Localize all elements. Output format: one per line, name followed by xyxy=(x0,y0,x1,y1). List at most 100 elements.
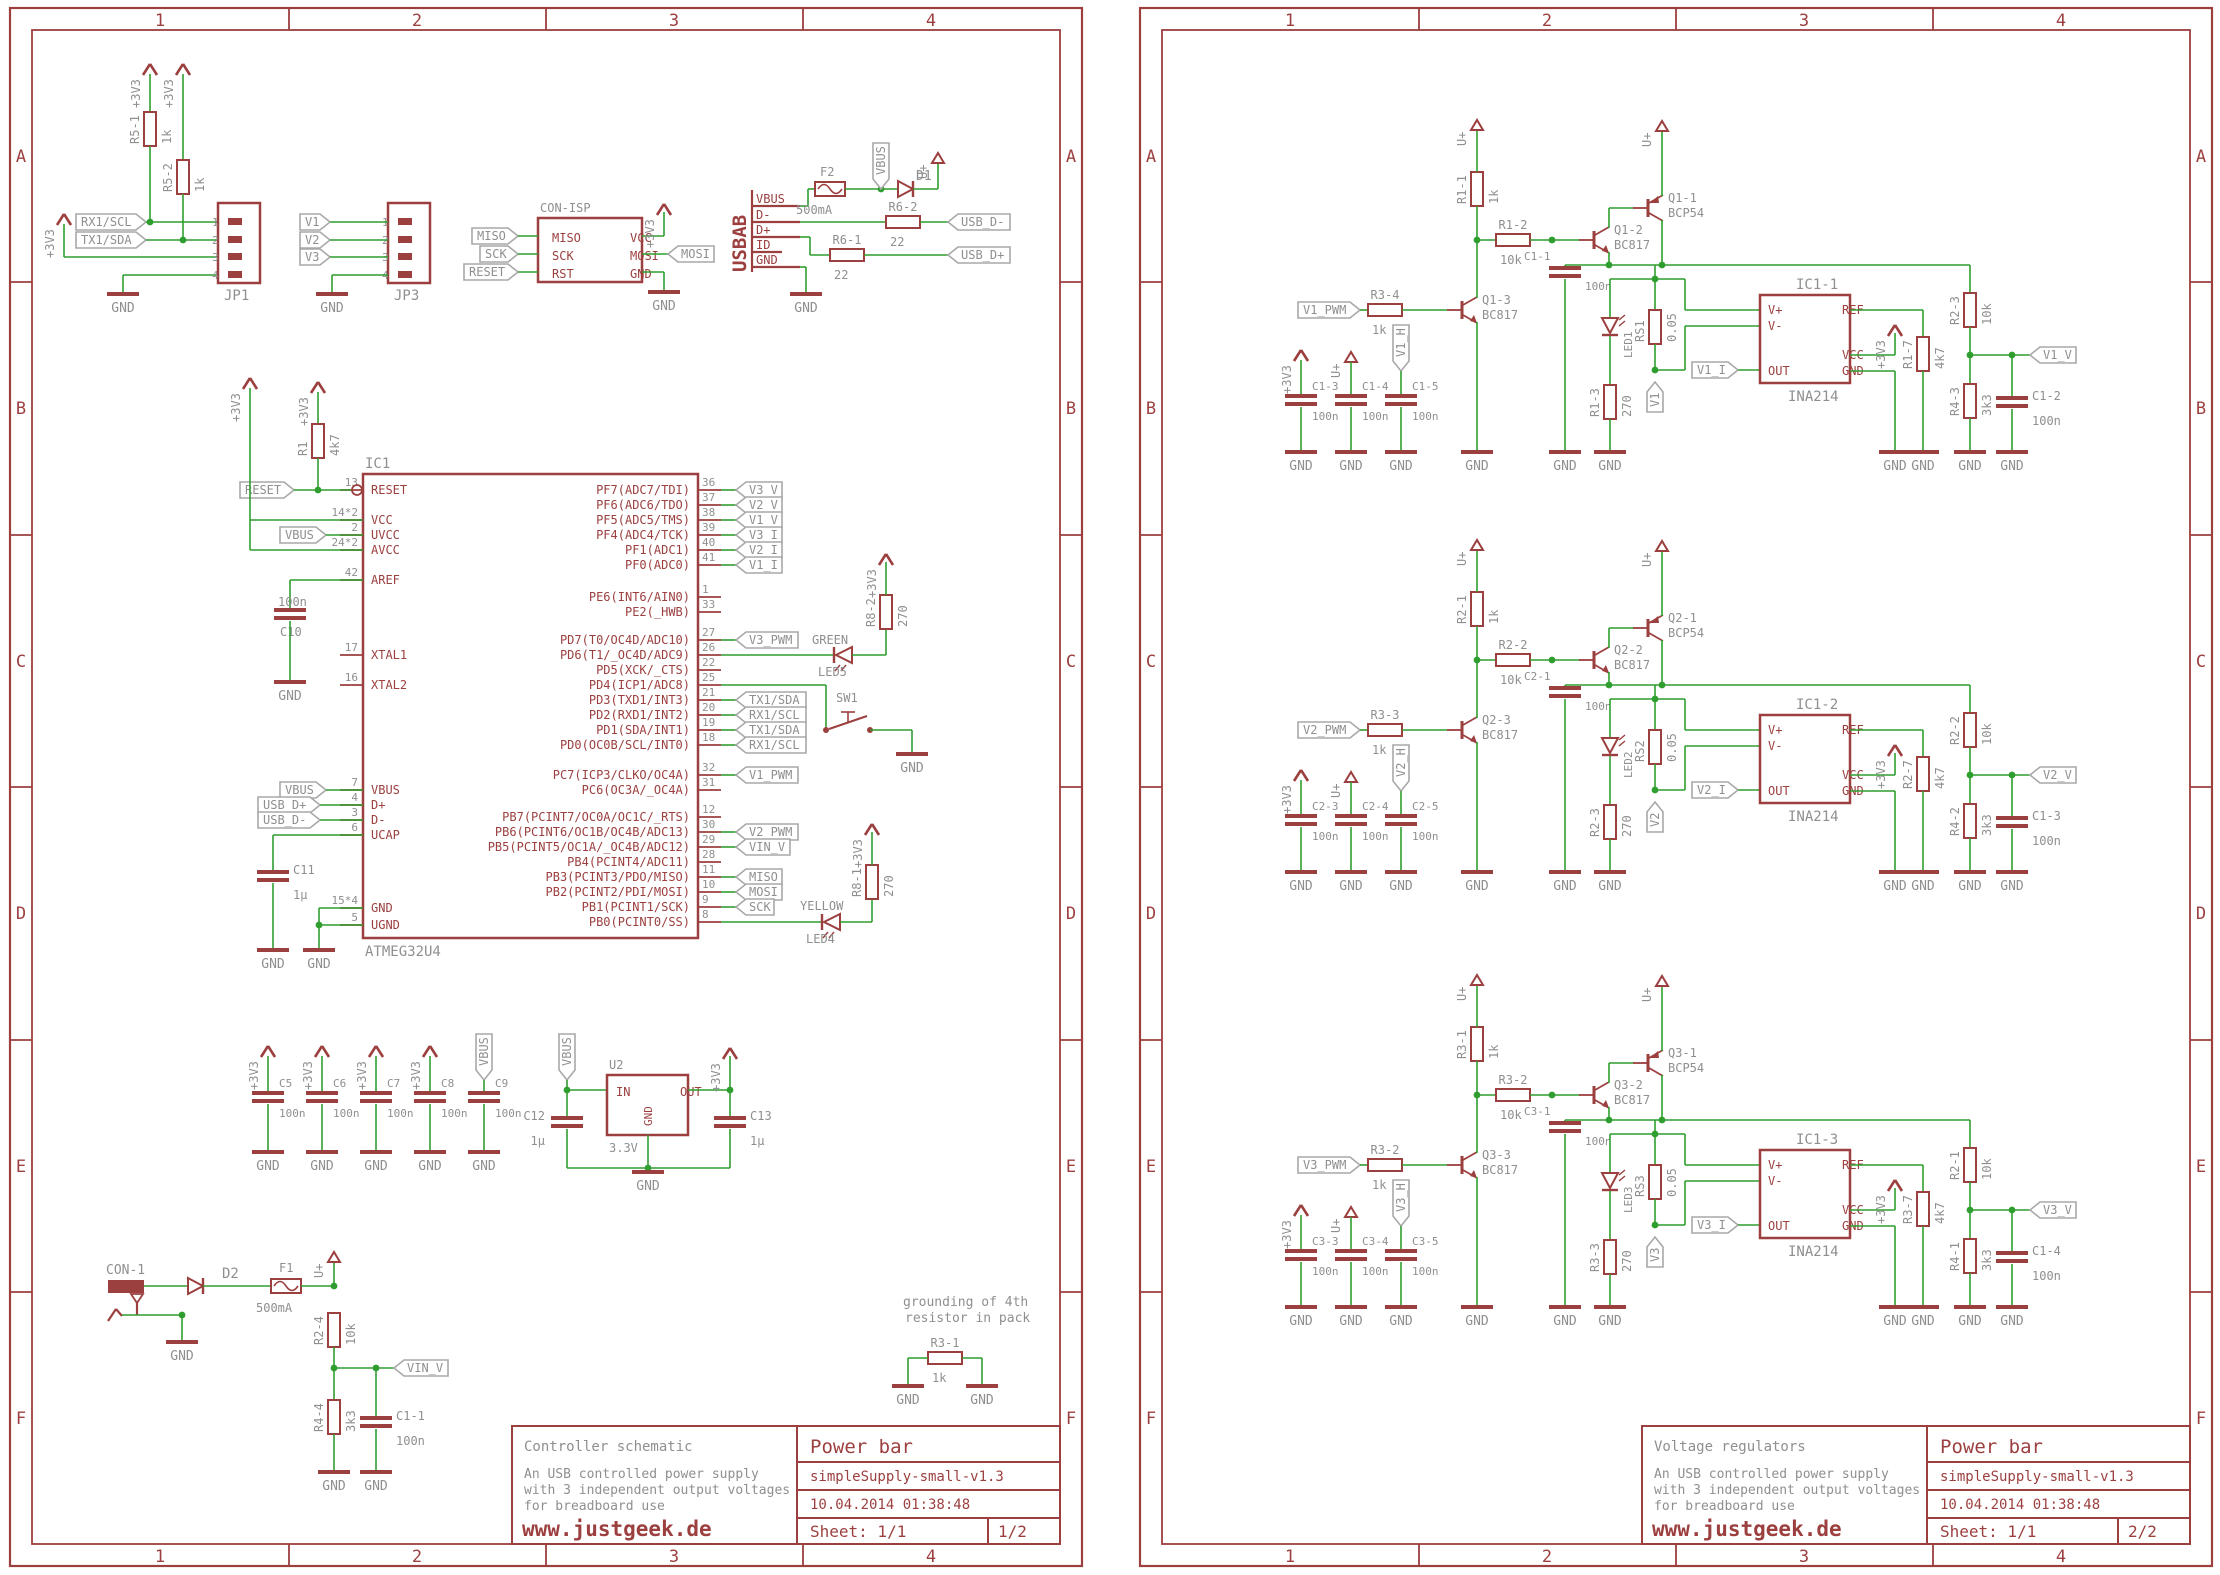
net-label-MOSI: MOSI xyxy=(666,245,715,263)
svg-text:R3-1: R3-1 xyxy=(931,1336,960,1350)
svg-text:100n: 100n xyxy=(1412,830,1439,843)
net-label-VBUS: VBUS xyxy=(558,1033,576,1082)
text-label: resistor in pack xyxy=(905,1311,1030,1326)
text-label: JP3 xyxy=(394,288,419,304)
gnd-symbol: GND xyxy=(1996,450,2028,474)
svg-text:D2: D2 xyxy=(222,1266,239,1282)
gnd-symbol: GND xyxy=(1385,450,1417,474)
svg-text:PB7(PCINT7/OC0A/OC1C/_RTS): PB7(PCINT7/OC0A/OC1C/_RTS) xyxy=(502,810,690,824)
svg-text:100n: 100n xyxy=(333,1107,360,1120)
svg-text:V+: V+ xyxy=(1768,723,1782,737)
svg-text:F2: F2 xyxy=(820,165,834,179)
net-label-RESET: RESET xyxy=(463,263,520,281)
svg-text:GND: GND xyxy=(1289,459,1313,474)
text-label: GND xyxy=(756,253,778,267)
svg-text:D-: D- xyxy=(371,813,385,827)
svg-text:17: 17 xyxy=(345,641,358,654)
gnd-symbol: GND xyxy=(1954,450,1986,474)
diode xyxy=(897,179,916,199)
svg-text:D: D xyxy=(16,904,26,924)
capacitor-c xyxy=(1549,1121,1581,1133)
svg-text:GND: GND xyxy=(1553,879,1577,894)
svg-text:LED1: LED1 xyxy=(1622,332,1635,359)
svg-text:+3V3: +3V3 xyxy=(865,569,879,598)
svg-text:U+: U+ xyxy=(1455,987,1469,1001)
svg-text:V1_V: V1_V xyxy=(2043,348,2072,362)
text-label: INA214 xyxy=(1788,1244,1839,1260)
led xyxy=(832,645,853,672)
svg-text:USB_D-: USB_D- xyxy=(961,215,1004,229)
svg-text:grounding of 4th: grounding of 4th xyxy=(903,1295,1028,1310)
svg-text:RESET: RESET xyxy=(371,483,407,497)
svg-text:R2-7: R2-7 xyxy=(1901,760,1915,789)
svg-text:R3-3: R3-3 xyxy=(1371,708,1400,722)
svg-text:C13: C13 xyxy=(750,1109,772,1123)
svg-text:D1: D1 xyxy=(916,169,932,184)
text-label: 3.3V xyxy=(609,1141,638,1155)
gnd-symbol: GND xyxy=(1879,450,1911,474)
svg-text:D: D xyxy=(2196,904,2206,924)
svg-text:PD4(ICP1/ADC8): PD4(ICP1/ADC8) xyxy=(589,678,690,692)
text-label: RST xyxy=(552,267,574,281)
svg-text:TX1/SDA: TX1/SDA xyxy=(749,693,800,707)
net-label-VBUS: VBUS xyxy=(279,526,328,544)
gnd-symbol: GND xyxy=(257,948,289,972)
svg-text:VCC: VCC xyxy=(371,513,393,527)
gnd-symbol: GND xyxy=(166,1340,198,1364)
svg-text:MISO: MISO xyxy=(552,231,581,245)
svg-text:100n: 100n xyxy=(1312,1265,1339,1278)
svg-text:OUT: OUT xyxy=(1768,784,1790,798)
svg-text:GND: GND xyxy=(307,957,331,972)
svg-text:SW1: SW1 xyxy=(836,691,858,705)
svg-text:100n: 100n xyxy=(1312,830,1339,843)
svg-text:RX1/SCL: RX1/SCL xyxy=(749,708,800,722)
supply-3v3: +3V3 xyxy=(643,203,673,248)
svg-text:C1-1: C1-1 xyxy=(1524,250,1551,263)
gnd-symbol: GND xyxy=(274,680,306,704)
svg-text:C10: C10 xyxy=(280,625,302,639)
svg-text:+3V3: +3V3 xyxy=(1280,1220,1294,1249)
text-label: LED4 xyxy=(806,932,835,946)
svg-text:31: 31 xyxy=(702,776,715,789)
svg-text:V3_I: V3_I xyxy=(1697,1218,1726,1232)
svg-text:R2-1: R2-1 xyxy=(1455,595,1469,624)
gnd-symbol: GND xyxy=(1285,450,1317,474)
svg-text:1: 1 xyxy=(155,1547,165,1567)
svg-text:BC817: BC817 xyxy=(1614,658,1650,672)
svg-text:18: 18 xyxy=(702,731,715,744)
supply-3v3: +3V3 xyxy=(229,377,259,422)
svg-text:29: 29 xyxy=(702,833,715,846)
svg-text:15*4: 15*4 xyxy=(332,894,359,907)
svg-text:GND: GND xyxy=(970,1393,994,1408)
svg-text:270: 270 xyxy=(1620,815,1634,837)
text-label: CON-ISP xyxy=(540,201,591,215)
svg-text:VBUS: VBUS xyxy=(477,1037,491,1066)
gnd-symbol: GND xyxy=(1285,1305,1317,1329)
svg-text:YELLOW: YELLOW xyxy=(800,899,844,913)
svg-text:A: A xyxy=(1066,147,1076,167)
svg-text:GND: GND xyxy=(1598,459,1622,474)
sheet1-sheet-number: Sheet: 1/1 xyxy=(810,1522,907,1541)
capacitor-c xyxy=(1549,686,1581,698)
gnd-symbol: GND xyxy=(360,1470,392,1494)
svg-text:100n: 100n xyxy=(2032,414,2061,428)
svg-text:GND: GND xyxy=(630,267,652,281)
gnd-symbol: GND xyxy=(1594,1305,1626,1329)
svg-text:270: 270 xyxy=(896,605,910,627)
text-label: MOSI xyxy=(630,249,659,263)
svg-text:+3V3: +3V3 xyxy=(851,839,865,868)
svg-text:V-: V- xyxy=(1768,319,1782,333)
net-label-V2_PWM: V2_PWM xyxy=(734,823,799,841)
text-label: IC1-2 xyxy=(1796,697,1838,713)
text-label: 100n xyxy=(1585,280,1612,293)
svg-text:C3-1: C3-1 xyxy=(1524,1105,1551,1118)
text-label: SW1 xyxy=(836,691,858,705)
sheet1-desc-2: with 3 independent output voltages xyxy=(524,1483,791,1498)
